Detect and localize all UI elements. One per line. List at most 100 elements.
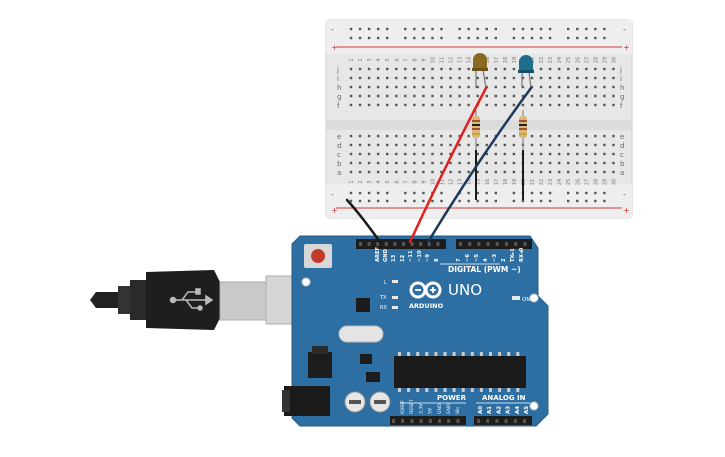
analog-pin-label: A2: [496, 406, 502, 414]
board-model: UNO: [448, 281, 482, 299]
led-1[interactable]: [472, 53, 488, 89]
column-number: 14: [467, 57, 473, 63]
column-number: 22: [539, 179, 545, 185]
power-header[interactable]: [390, 416, 466, 425]
wire-gnd[interactable]: [345, 198, 382, 244]
top-rail-plus-label: +: [331, 43, 338, 52]
digital-pin-label: 8: [434, 258, 440, 262]
column-number: 2: [358, 58, 364, 61]
column-number: 23: [548, 179, 554, 185]
power-pin-label: Vin: [455, 407, 461, 414]
bottom-rail-minus-label: -: [331, 190, 334, 199]
column-number: 16: [485, 179, 491, 185]
tx-led: [392, 296, 398, 299]
digital-header-right[interactable]: [456, 239, 532, 249]
row-letter: h: [620, 84, 624, 92]
wire-red[interactable]: [408, 86, 488, 244]
column-number: 7: [403, 180, 409, 183]
usb-icon: [169, 288, 214, 311]
power-pin-label: GND: [437, 403, 443, 414]
capacitor-1: [344, 391, 366, 413]
column-number: 18: [503, 57, 509, 63]
row-letter: j: [336, 66, 339, 74]
top-rail-minus-label-right: -: [623, 25, 626, 34]
column-number: 29: [602, 179, 608, 185]
row-letter: i: [620, 75, 622, 83]
usb-chip: [356, 298, 370, 312]
column-number: 26: [575, 179, 581, 185]
column-number: 19: [512, 57, 518, 63]
column-number: 13: [458, 57, 464, 63]
led-2[interactable]: [518, 55, 534, 89]
analog-label: ANALOG IN: [482, 394, 526, 402]
column-number: 1: [349, 180, 355, 183]
row-letter: j: [619, 66, 622, 74]
bottom-rail-plus-label: +: [331, 206, 338, 215]
column-number: 16: [485, 57, 491, 63]
led-2-body: [519, 55, 533, 72]
column-number: 18: [503, 179, 509, 185]
column-number: 3: [367, 180, 373, 183]
rx-led: [392, 306, 398, 309]
column-number: 25: [566, 179, 572, 185]
row-letter: b: [337, 160, 342, 168]
column-number: 8: [412, 58, 418, 61]
column-number: 10: [430, 57, 436, 63]
arduino-logo-icon: [409, 281, 442, 299]
column-number: 4: [376, 58, 382, 61]
capacitor-2: [369, 391, 391, 413]
row-letter: d: [620, 142, 624, 150]
resistor-2[interactable]: [519, 110, 527, 150]
column-number: 1: [349, 58, 355, 61]
small-chip: [360, 354, 372, 364]
column-number: 23: [548, 57, 554, 63]
column-number: 5: [385, 180, 391, 183]
rx-label: RX: [380, 305, 387, 311]
digital-pin-label: AREF: [375, 246, 381, 262]
analog-pin-label: A4: [515, 406, 521, 414]
column-number: 2: [358, 180, 364, 183]
column-number: 26: [575, 57, 581, 63]
column-number: 27: [584, 179, 590, 185]
row-letter: a: [337, 169, 341, 177]
analog-pin-label: A0: [478, 406, 484, 414]
row-letter: h: [337, 84, 341, 92]
top-rail-holes[interactable]: [349, 27, 606, 40]
power-jack[interactable]: [284, 386, 330, 416]
digital-pin-label: 7: [456, 258, 462, 262]
column-number: 24: [557, 57, 563, 63]
digital-pin-label: 12: [400, 254, 406, 262]
digital-pin-label: ~10: [417, 250, 423, 262]
terminal-holes[interactable]: [349, 67, 615, 174]
atmega-chip: [394, 356, 526, 388]
digital-pin-label: ~9: [425, 254, 431, 262]
column-number: 24: [557, 179, 563, 185]
tx-label: TX: [379, 295, 387, 301]
digital-pin-label: ~6: [465, 254, 471, 262]
led-1-body: [473, 53, 487, 70]
resistor-1[interactable]: [472, 110, 480, 150]
mounting-hole: [529, 401, 539, 411]
mounting-hole: [529, 293, 539, 303]
column-number: 22: [539, 57, 545, 63]
power-pin-label: IOREF: [400, 400, 406, 414]
digital-header-left[interactable]: [356, 239, 446, 249]
row-letter: e: [337, 133, 341, 141]
digital-pin-label: ~5: [474, 254, 480, 262]
row-letter: g: [337, 93, 341, 101]
bottom-rail-minus-label-right: -: [623, 190, 626, 199]
column-number: 28: [593, 179, 599, 185]
row-letter: a: [620, 169, 624, 177]
column-number: 21: [530, 57, 536, 63]
column-number: 28: [593, 57, 599, 63]
row-letter: b: [620, 160, 625, 168]
wire-blue[interactable]: [426, 86, 533, 244]
column-number: 11: [440, 179, 446, 185]
digital-pin-label: 4: [483, 258, 489, 262]
column-number: 21: [530, 179, 536, 185]
analog-header[interactable]: [474, 416, 532, 425]
